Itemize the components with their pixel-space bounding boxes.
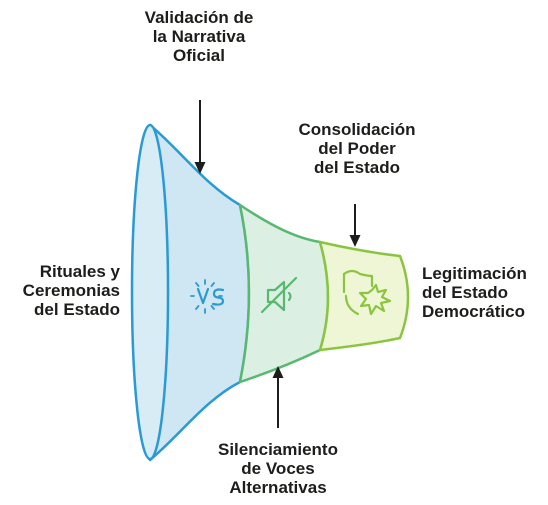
arrow-top xyxy=(194,100,206,174)
shield-burst-icon xyxy=(342,269,392,316)
label-legitimacion: Legitimación del Estado Democrático xyxy=(422,264,527,321)
label-rituales: Rituales y Ceremonias del Estado xyxy=(22,262,120,319)
arrow-upper-right xyxy=(349,204,361,247)
label-consolidacion: Consolidación del Poder del Estado xyxy=(298,120,416,177)
arrow-bottom xyxy=(272,366,284,428)
label-validacion: Validación de la Narrativa Oficial xyxy=(144,8,254,65)
muted-speaker-icon xyxy=(260,276,298,314)
vs-icon xyxy=(190,279,225,314)
funnel-mouth xyxy=(130,123,170,461)
label-silenciamiento: Silenciamiento de Voces Alternativas xyxy=(218,440,338,497)
